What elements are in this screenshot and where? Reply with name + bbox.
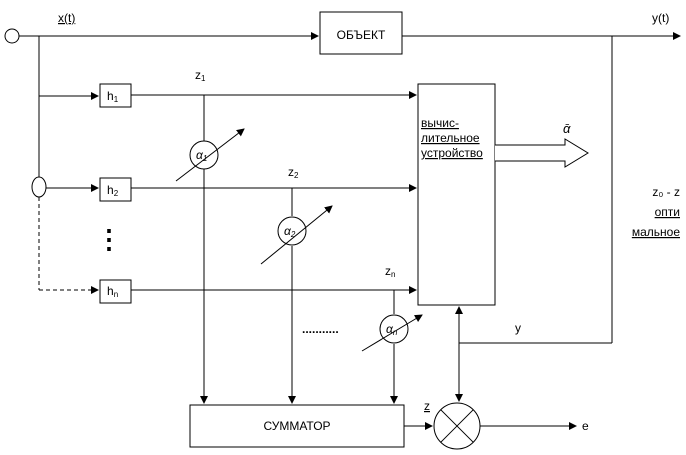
z1-letter: z [195, 68, 201, 82]
summator-label: СУММАТОР [263, 419, 330, 433]
alpha2-adjust-arrow [260, 205, 333, 265]
object-block [319, 11, 403, 55]
criterion-line2: опти [655, 205, 680, 219]
h1-subscript: 1 [114, 95, 119, 104]
input-terminal [4, 28, 20, 44]
alphan-adjust-arrow [361, 314, 423, 352]
alpha-bar-label: ᾱ [563, 121, 571, 136]
hn-block [99, 279, 132, 304]
alphan-label: αn [386, 322, 398, 337]
alpha2-multiplier [277, 216, 307, 246]
alpha1-multiplier [189, 140, 219, 170]
alpha2-label: α2 [284, 224, 296, 239]
alpha2-subscript: 2 [290, 230, 296, 239]
h2-block [99, 177, 132, 202]
comparator-cross-b [440, 409, 474, 443]
z2-subscript: 2 [294, 171, 299, 180]
alpha2-letter: α [284, 224, 292, 238]
zn-subscript: n [391, 270, 395, 279]
alphan-letter: α [386, 322, 394, 336]
z1-label: z1 [195, 68, 206, 83]
z-sum-label: z [424, 399, 430, 413]
h2-label: h2 [107, 183, 119, 198]
zn-letter: z [385, 264, 391, 278]
switch-oval [31, 176, 47, 198]
compute-block [417, 83, 496, 306]
y-label: y [515, 321, 521, 335]
vertical-dots: ⋮ [96, 224, 122, 254]
h1-letter: h [107, 89, 114, 103]
z2-letter: z [288, 165, 294, 179]
hn-subscript: n [114, 290, 118, 299]
hn-letter: h [107, 284, 114, 298]
e-label: e [582, 419, 589, 433]
alpha-output-arrow [495, 138, 589, 168]
h1-label: h1 [107, 89, 119, 104]
z2-label: z2 [288, 165, 299, 180]
criterion-line1: z₀ - z [652, 185, 680, 199]
y-t-label: y(t) [652, 11, 669, 25]
compute-label-line2: лительное [421, 131, 480, 145]
alpha1-adjust-arrow [175, 128, 245, 182]
alpha1-label: α1 [196, 148, 207, 163]
x-t-label: x(t) [58, 11, 75, 25]
horizontal-dots: ........... [302, 322, 339, 336]
zn-label: zn [385, 264, 395, 279]
object-label: ОБЪЕКТ [337, 28, 386, 42]
compute-label-line1: вычис- [421, 116, 459, 130]
alpha1-letter: α [196, 148, 204, 162]
h2-letter: h [107, 183, 114, 197]
alpha1-subscript: 1 [203, 154, 207, 163]
z1-subscript: 1 [201, 74, 206, 83]
h2-subscript: 2 [114, 189, 119, 198]
criterion-line3: мальное [632, 225, 680, 239]
alphan-subscript: n [393, 328, 398, 337]
hn-label: hn [107, 284, 118, 299]
compute-label-line3: устройство [421, 146, 483, 160]
